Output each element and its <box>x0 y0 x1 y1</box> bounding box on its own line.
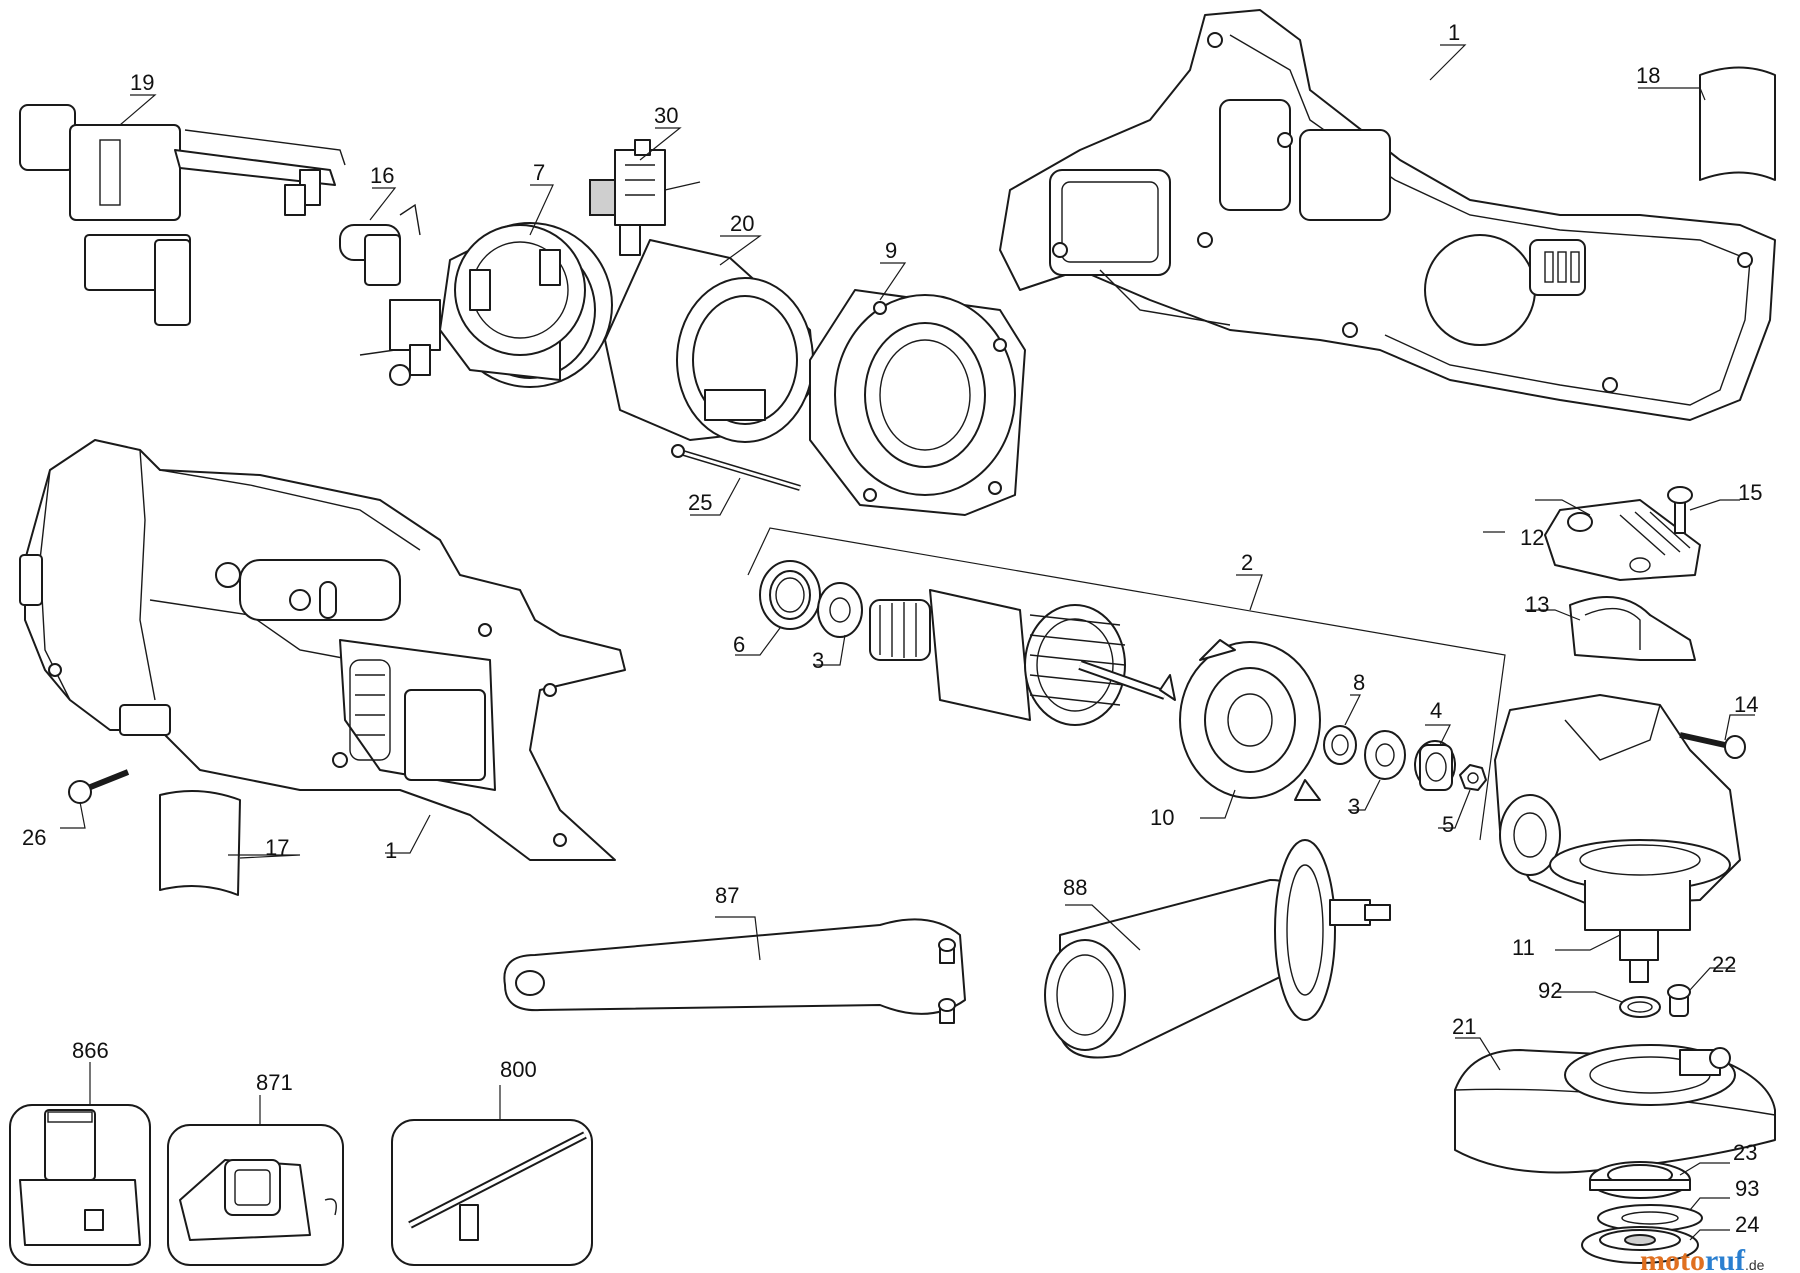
callout-14: 14 <box>1734 692 1758 717</box>
watermark-suffix: .de <box>1745 1257 1765 1273</box>
callout-16: 16 <box>370 163 394 188</box>
callout-7: 7 <box>533 160 545 185</box>
tool-800-box <box>391 1119 593 1266</box>
washer-3b-part <box>1364 730 1406 780</box>
callout-23: 23 <box>1733 1140 1757 1165</box>
washer-8-part <box>1323 725 1357 765</box>
screw-15-part <box>1667 486 1693 534</box>
battery-866-box <box>9 1104 151 1266</box>
callout-2: 2 <box>1241 550 1253 575</box>
cover-12-part <box>1544 499 1701 581</box>
armature-part <box>869 589 1167 726</box>
label-17-part <box>159 790 241 896</box>
washer-93-part <box>1597 1204 1703 1232</box>
callout-26: 26 <box>22 825 46 850</box>
callout-871: 871 <box>256 1070 293 1095</box>
callout-25: 25 <box>688 490 712 515</box>
callout-18: 18 <box>1636 63 1660 88</box>
callout-21: 21 <box>1452 1014 1476 1039</box>
washer-3a-part <box>817 582 863 638</box>
spring-clip-13-part <box>1569 596 1696 661</box>
callout-87: 87 <box>715 883 739 908</box>
brush-30-part <box>589 139 701 256</box>
brush-holder-16-part <box>339 203 421 286</box>
callout-10: 10 <box>1150 805 1174 830</box>
brush-ring-7-part <box>439 222 613 388</box>
label-18-part <box>1699 66 1776 181</box>
washer-92-part <box>1619 996 1661 1018</box>
callout-19: 19 <box>130 70 154 95</box>
bolt-22-part <box>1667 984 1691 1017</box>
callout-15: 15 <box>1738 480 1762 505</box>
gear-case-11-part <box>1494 694 1741 983</box>
callout-93: 93 <box>1735 1176 1759 1201</box>
baffle-10-part <box>1159 639 1321 801</box>
callout-4: 4 <box>1430 698 1442 723</box>
screw-26-part <box>68 769 130 804</box>
nut-5-part <box>1459 764 1487 791</box>
nut-24-part <box>1581 1226 1699 1264</box>
bearing-4-part <box>1414 740 1456 791</box>
charger-871-box <box>167 1124 344 1266</box>
callout-numbers: 1 18 19 30 16 7 20 9 25 12 15 2 13 6 3 8… <box>22 20 1762 1237</box>
field-20-part <box>604 239 816 443</box>
callout-11: 11 <box>1512 935 1535 960</box>
callout-5: 5 <box>1442 812 1454 837</box>
callout-866: 866 <box>72 1038 109 1063</box>
callout-9: 9 <box>885 238 897 263</box>
bearing-6-part <box>759 560 821 630</box>
rod-25-part <box>671 444 801 491</box>
guard-21-part <box>1454 1044 1776 1174</box>
callout-6: 6 <box>733 632 745 657</box>
switch-assembly-part <box>19 104 346 326</box>
armature-group-bracket <box>747 527 1506 841</box>
callout-20: 20 <box>730 211 754 236</box>
callout-17: 17 <box>265 835 289 860</box>
callout-3b: 3 <box>1348 794 1360 819</box>
flange-23-part <box>1589 1161 1691 1199</box>
housing-half-left-part <box>19 439 626 861</box>
wrench-87-part <box>503 918 966 1024</box>
callout-1-housing-right: 1 <box>1448 20 1460 45</box>
screw-14-part <box>1679 732 1746 759</box>
callout-92: 92 <box>1538 978 1562 1003</box>
callout-12: 12 <box>1520 525 1544 550</box>
watermark-part-b: ruf <box>1705 1244 1746 1273</box>
watermark-text: motoruf.de <box>1640 1244 1765 1273</box>
callout-1-housing-left: 1 <box>385 838 397 863</box>
gear-case-cover-9-part <box>809 289 1026 516</box>
callout-13: 13 <box>1525 592 1549 617</box>
brush-lower-part <box>359 299 441 386</box>
side-handle-88-part <box>1044 839 1391 1059</box>
callout-800: 800 <box>500 1057 537 1082</box>
housing-half-right-part <box>999 9 1776 421</box>
watermark: motoruf.de <box>1640 1244 1765 1273</box>
callout-8: 8 <box>1353 670 1365 695</box>
callout-3a: 3 <box>812 648 824 673</box>
callout-22: 22 <box>1712 952 1736 977</box>
callout-24: 24 <box>1735 1212 1759 1237</box>
callout-88: 88 <box>1063 875 1087 900</box>
watermark-part-a: moto <box>1640 1244 1705 1273</box>
leader-lines <box>60 44 1755 1241</box>
callout-30: 30 <box>654 103 678 128</box>
